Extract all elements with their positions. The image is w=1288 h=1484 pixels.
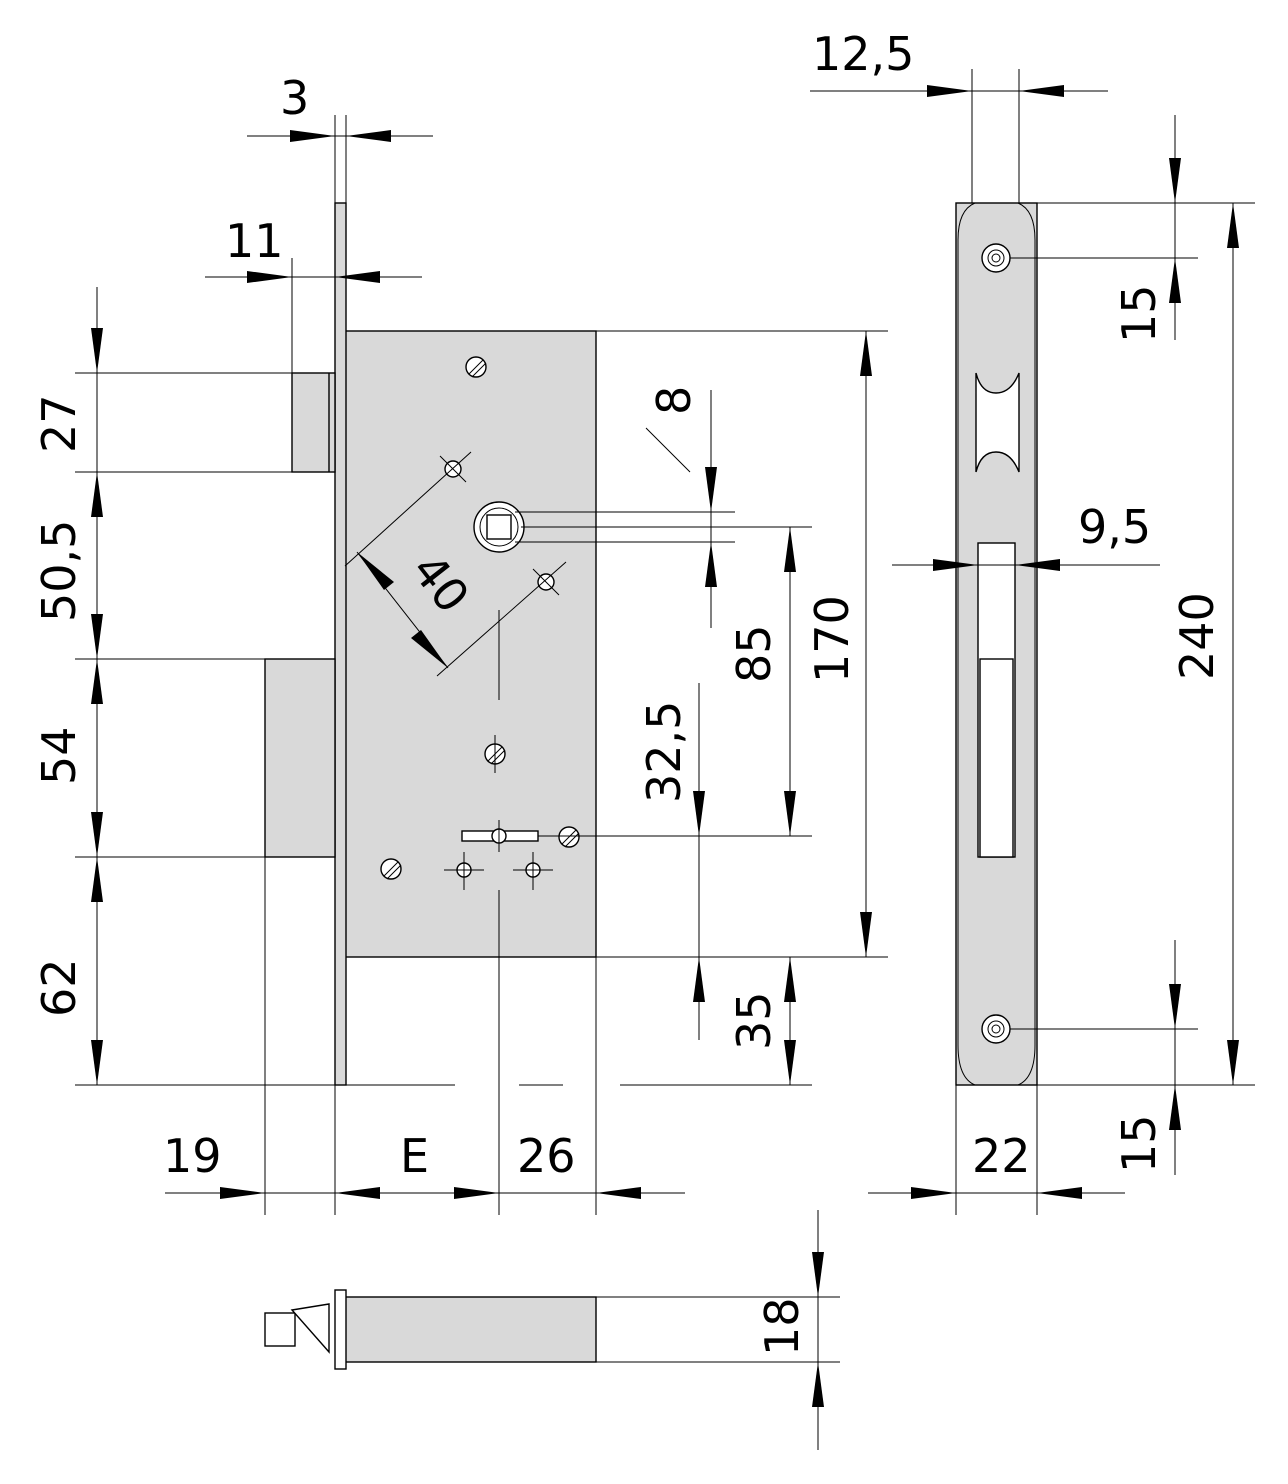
faceplate-side-view xyxy=(955,202,1038,1086)
top-view-faceplate xyxy=(334,1289,347,1370)
dim-18: 18 xyxy=(755,1297,809,1356)
main-dimension-lines xyxy=(75,115,888,1215)
dim-170: 170 xyxy=(805,595,859,683)
cylinder-hole-right xyxy=(513,852,553,890)
lock-case xyxy=(344,330,597,958)
dead-bolt xyxy=(264,658,336,858)
fixing-hole-lower xyxy=(436,561,567,677)
spindle-follower xyxy=(473,501,812,553)
dim-15-top: 15 xyxy=(1112,284,1166,343)
latch-opening xyxy=(975,372,1020,473)
strike-dimension-lines xyxy=(810,69,1255,1215)
dim-22: 22 xyxy=(972,1129,1031,1183)
top-view-case xyxy=(344,1296,597,1363)
cylinder-hole-left xyxy=(444,852,484,890)
screw-bottom-right xyxy=(558,826,580,848)
fixing-hole-upper xyxy=(344,451,472,567)
latch-bolt xyxy=(291,372,336,473)
strike-screw-top xyxy=(981,243,1011,273)
dim-35: 35 xyxy=(727,991,781,1050)
dim-50-5: 50,5 xyxy=(32,520,86,622)
dim-9-5: 9,5 xyxy=(1078,500,1151,554)
dim-3: 3 xyxy=(280,71,309,125)
dim-8: 8 xyxy=(647,386,701,415)
dim-27: 27 xyxy=(32,394,86,453)
lock-front-view xyxy=(264,202,812,1215)
dim-240: 240 xyxy=(1170,592,1224,680)
faceplate xyxy=(334,202,347,1086)
strike-screw-bottom xyxy=(981,1014,1011,1044)
dim-15-bottom: 15 xyxy=(1112,1114,1166,1173)
screw-bottom-left xyxy=(380,858,402,880)
keyhole xyxy=(461,820,812,852)
screw-top xyxy=(465,356,487,378)
lock-top-view xyxy=(264,1210,840,1450)
dim-19: 19 xyxy=(163,1129,222,1183)
dim-54: 54 xyxy=(32,726,86,785)
dim-11: 11 xyxy=(225,214,284,268)
dim-E: E xyxy=(400,1129,429,1183)
dim-32-5: 32,5 xyxy=(637,701,691,803)
dim-85: 85 xyxy=(727,624,781,683)
dimension-labels: 3 11 12,5 27 50,5 54 62 8 40 85 170 32,5… xyxy=(32,27,1224,1356)
dim-62: 62 xyxy=(32,958,86,1017)
dim-12-5: 12,5 xyxy=(812,27,914,81)
dim-26: 26 xyxy=(517,1129,576,1183)
screw-middle xyxy=(484,735,506,773)
